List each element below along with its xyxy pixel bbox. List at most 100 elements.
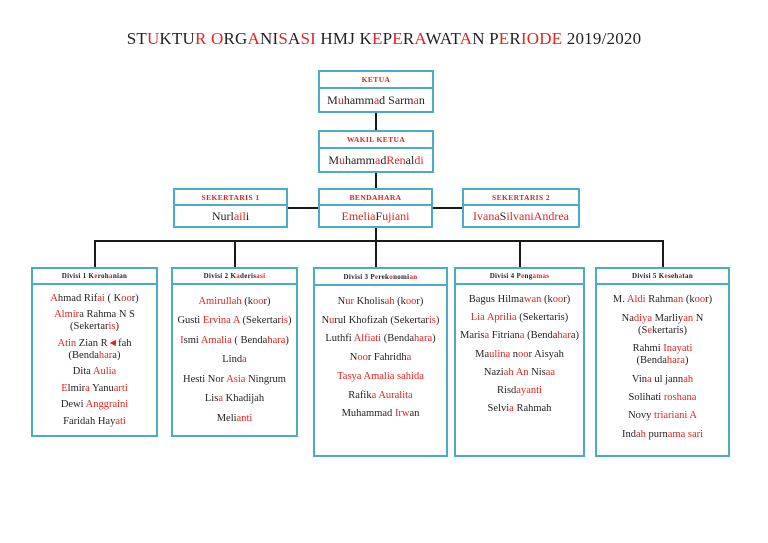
division1-members-box: Ahmad Rifai ( Koor)Almira Rahma N S (Sek… — [31, 283, 158, 437]
text-segment: Asia — [226, 373, 246, 385]
text-segment: a — [678, 272, 683, 280]
ketua-title-box: KETUA — [318, 70, 434, 89]
text-segment: Rahmah — [513, 402, 552, 414]
text-segment: an — [673, 294, 684, 306]
connector-drop-div4 — [519, 240, 521, 268]
text-segment: oo — [405, 295, 417, 307]
text-segment: Muhammad — [341, 408, 395, 420]
text-segment: A — [50, 292, 58, 304]
text-segment: ) — [288, 315, 292, 326]
text-segment: aa — [545, 366, 556, 378]
text-segment: seh — [667, 272, 679, 280]
text-segment: Lis — [204, 393, 219, 404]
sekertaris2-title-box: SEKERTARIS 2 — [462, 188, 580, 206]
text-segment: u — [337, 92, 344, 107]
text-segment: Bagus Hilma — [468, 294, 524, 306]
member-name: Ismi Amalia ( Bendahara) — [180, 335, 289, 347]
member-name: Lia Aprilia (Sekertaris) — [471, 312, 568, 324]
member-name: Vina ul jannah — [632, 374, 693, 386]
member-name: Indah purnama sari — [622, 429, 703, 441]
text-segment: ayanti — [516, 384, 542, 396]
text-segment: ST — [126, 29, 147, 48]
text-segment: ◄ — [107, 337, 119, 349]
text-segment: Ervina A — [202, 315, 240, 326]
text-segment: (Sekertar — [239, 315, 282, 326]
division3-members-box: Nur Kholisah (koor)Nurul Khofizah (Seker… — [313, 284, 448, 457]
text-segment: Risd — [497, 384, 517, 396]
text-segment: Aulia — [92, 366, 117, 377]
text-segment: Almir — [54, 309, 80, 320]
member-name: Hesti Nor Asia Ningrum — [183, 374, 286, 386]
text-segment: An — [515, 366, 532, 378]
text-segment: ) — [432, 333, 436, 345]
text-segment: 2019/2020 — [562, 29, 642, 48]
text-segment: a — [413, 92, 419, 107]
member-name: Rafika Auralita — [348, 390, 412, 402]
text-segment: Dewi — [60, 399, 86, 410]
text-segment: hara — [414, 333, 433, 345]
connector-sek1-bendahara — [286, 207, 320, 209]
text-segment: Divisi 5 K — [631, 272, 665, 280]
text-segment: sari — [685, 428, 704, 440]
text-segment: ah — [384, 295, 395, 307]
text-segment: Inayati — [663, 343, 693, 355]
text-segment: Maris — [459, 330, 485, 342]
text-segment: a Rahma N S (Sekertar — [70, 309, 135, 332]
text-segment: ) — [115, 321, 120, 332]
text-segment: oo — [552, 294, 564, 306]
text-segment: is — [108, 321, 116, 332]
text-segment: r) — [563, 294, 571, 306]
text-segment: is — [281, 315, 289, 326]
text-segment: a — [509, 402, 514, 414]
text-segment: ah — [635, 428, 646, 440]
text-segment: Gusti — [177, 315, 203, 326]
text-segment: Divisi 2 K — [203, 272, 237, 280]
text-segment: a) — [570, 330, 579, 342]
member-name: Lisa Khadijah — [205, 393, 264, 405]
text-segment: Na — [621, 312, 634, 324]
member-name: Nadiya Marliyan N (Sekertaris) — [607, 313, 719, 337]
text-segment: HMJ — [315, 29, 360, 48]
text-segment: di — [414, 152, 424, 167]
text-segment: Vin — [631, 373, 648, 385]
text-segment: e — [664, 272, 668, 280]
member-name: Bagus Hilmawan (koor) — [469, 294, 571, 306]
text-segment: Rafik — [348, 389, 372, 401]
text-segment: d Sarm — [379, 92, 414, 107]
text-segment: Hesti Nor — [183, 373, 227, 385]
text-segment: e — [374, 272, 379, 281]
connector-drop-div3 — [375, 240, 377, 268]
text-segment: r) — [263, 295, 271, 307]
text-segment: smi — [183, 334, 201, 346]
member-name: Solihati roshana — [629, 392, 697, 404]
text-segment: N — [349, 352, 358, 363]
text-segment: Andrea — [533, 208, 569, 223]
text-segment: triariani A — [654, 410, 697, 422]
text-segment: A — [439, 29, 451, 48]
text-segment: E — [498, 29, 510, 48]
connector-bendahara-sek2 — [431, 207, 464, 209]
text-segment: ul jann — [651, 373, 684, 385]
text-segment: E — [392, 29, 403, 48]
text-segment: ah — [683, 373, 694, 385]
page-title: STUKTUR ORGANISASI HMJ KEPERAWATAN PERIO… — [0, 29, 768, 49]
text-segment: roh — [97, 272, 109, 280]
member-name: Nur Kholisah (koor) — [338, 296, 424, 308]
text-segment: Alfiati — [353, 333, 382, 345]
text-segment: ulina — [489, 348, 511, 360]
connector-bendahara-down — [375, 226, 377, 241]
text-segment: nian — [112, 272, 128, 280]
member-name: Luthfi Alfiati (Bendahara) — [325, 333, 435, 345]
text-segment: Lind — [222, 354, 243, 365]
text-segment: N (S — [638, 312, 704, 336]
text-segment: a — [371, 389, 379, 401]
text-segment: e — [521, 272, 525, 280]
text-segment: Nazi — [483, 366, 504, 378]
text-segment: Emelia — [341, 208, 376, 223]
text-segment: u — [329, 314, 335, 326]
